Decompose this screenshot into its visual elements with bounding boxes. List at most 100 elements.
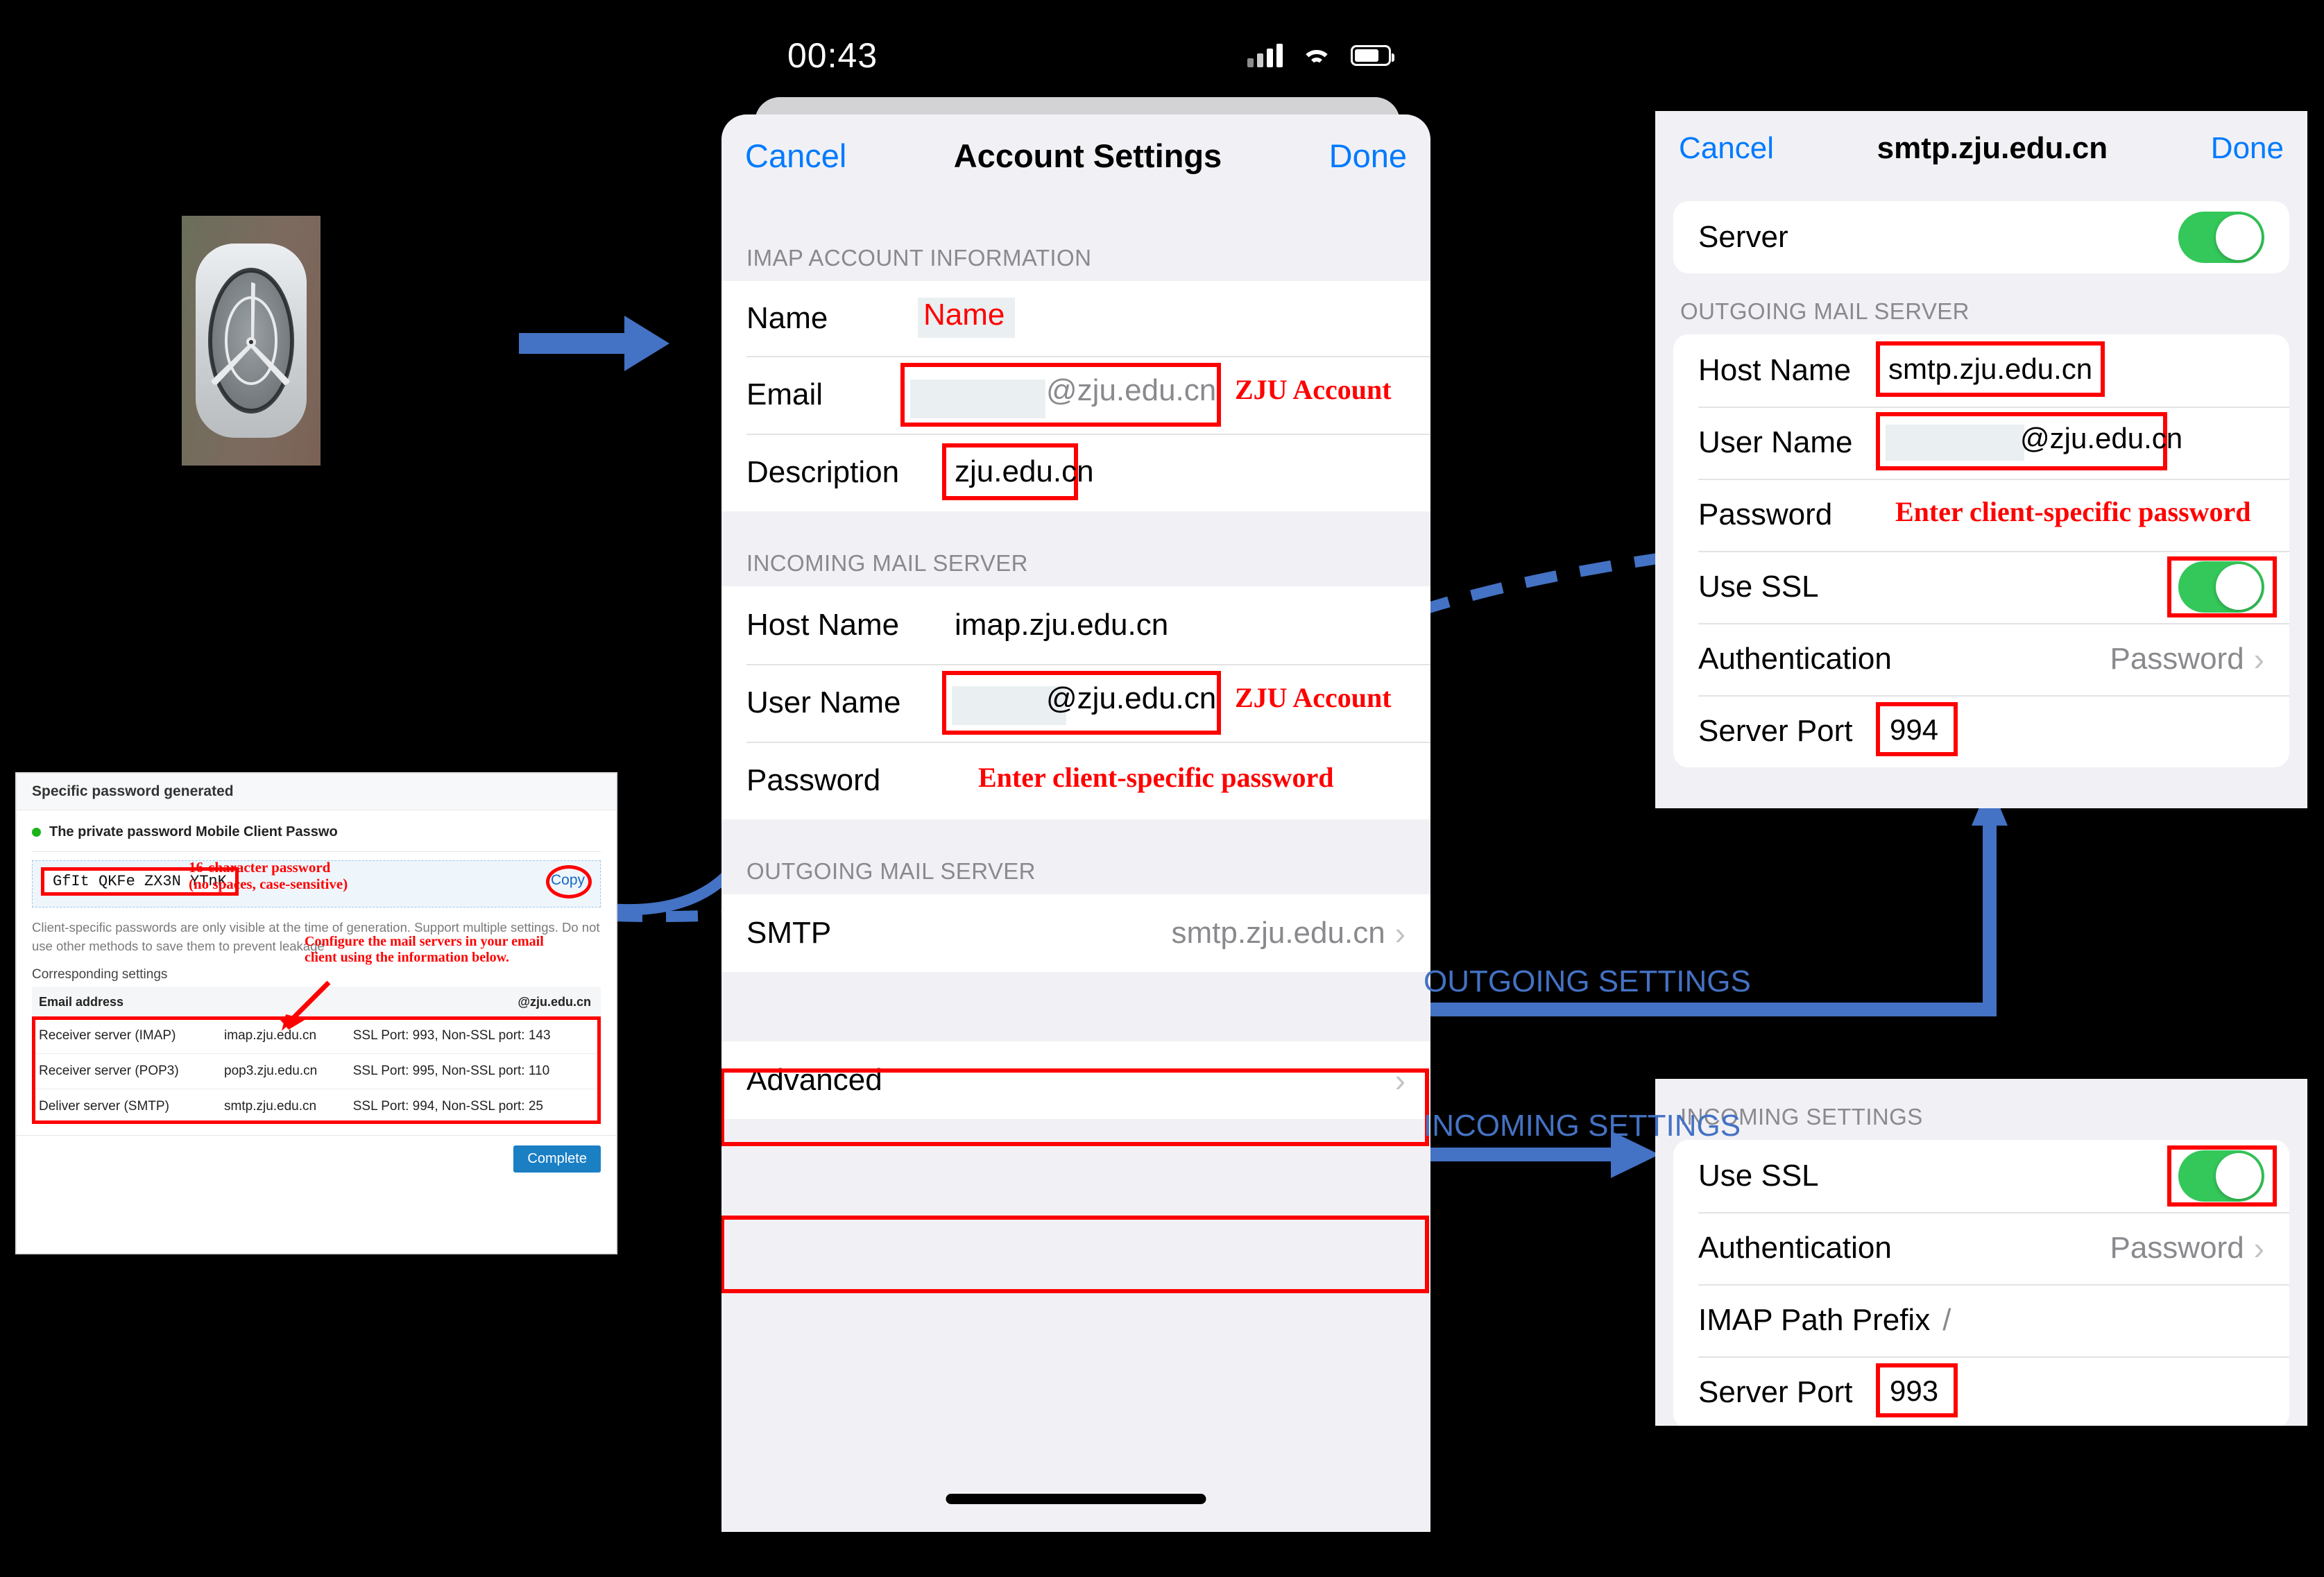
generated-password-value[interactable]: GfIt QKFe ZX3N YTnK — [41, 867, 239, 896]
cancel-button[interactable]: Cancel — [745, 137, 847, 174]
th-email-address: Email address — [32, 986, 218, 1018]
password-box: GfIt QKFe ZX3N YTnK 16-character passwor… — [32, 859, 601, 907]
cell-imap-ports: SSL Port: 993, Non-SSL port: 143 — [345, 1017, 601, 1054]
row-smtp-password[interactable]: Password Enter client-specific password — [1673, 479, 2289, 551]
cell-pop3-ports: SSL Port: 995, Non-SSL port: 110 — [345, 1052, 601, 1089]
row-incoming-authentication[interactable]: Authentication Password › — [1673, 1212, 2289, 1284]
smtp-done-button[interactable]: Done — [2210, 131, 2284, 165]
annotation-arrow-to-table — [280, 980, 331, 1031]
home-indicator — [946, 1494, 1206, 1504]
row-smtp-user-name-label: User Name — [1698, 425, 1853, 459]
chevron-right-icon: › — [1394, 915, 1405, 951]
row-smtp-host-name-highlight — [1876, 341, 2105, 397]
row-smtp-authentication-value[interactable]: Password — [2110, 642, 2244, 676]
password-note-line1: 16-character password — [189, 859, 331, 876]
row-incoming-server-port-value[interactable]: 993 — [1890, 1374, 1939, 1407]
row-email[interactable]: Email @zju.edu.cn ZJU Account — [721, 356, 1430, 434]
wifi-icon — [1306, 50, 1328, 63]
row-email-value[interactable]: @zju.edu.cn — [1046, 373, 1217, 407]
row-smtp-user-name-value[interactable]: @zju.edu.cn — [2020, 422, 2183, 454]
row-imap-path-prefix-value[interactable]: / — [1942, 1303, 1951, 1337]
smtp-row-highlight — [721, 1068, 1429, 1146]
row-incoming-server-port-label: Server Port — [1698, 1375, 1853, 1409]
row-email-redaction — [910, 380, 1045, 418]
copy-button[interactable]: Copy — [550, 872, 585, 888]
row-smtp[interactable]: SMTP smtp.zju.edu.cn › — [721, 894, 1430, 972]
row-name-value[interactable]: Name — [923, 298, 1005, 332]
status-bar-time: 00:43 — [787, 36, 878, 75]
left-panel-header: Specific password generated — [17, 774, 616, 810]
row-server-label: Server — [1698, 220, 1788, 254]
row-description-value[interactable]: zju.edu.cn — [955, 454, 1094, 488]
left-panel-bullet-text: The private password Mobile Client Passw… — [49, 824, 338, 839]
arrow-icon-to-sheet — [519, 316, 669, 371]
row-user-name-incoming[interactable]: User Name @zju.edu.cn ZJU Account — [721, 664, 1430, 742]
incoming-settings-sheet: INCOMING SETTINGS Use SSL Authentication… — [1655, 1079, 2307, 1426]
row-incoming-server-port[interactable]: Server Port 993 — [1673, 1356, 2289, 1426]
row-description-label: Description — [746, 455, 900, 489]
outgoing-mail-server-group: SMTP smtp.zju.edu.cn › — [721, 894, 1430, 972]
password-note-line2: (no spaces, case-sensitive) — [189, 875, 348, 892]
server-toggle[interactable] — [2178, 212, 2264, 263]
row-smtp-label: SMTP — [746, 916, 832, 950]
row-password-incoming[interactable]: Password Enter client-specific password — [721, 742, 1430, 819]
smtp-server-group: Server — [1673, 201, 2289, 273]
row-smtp-server-port-label: Server Port — [1698, 714, 1853, 748]
row-smtp-user-name-redaction — [1886, 425, 2024, 461]
divider — [32, 851, 601, 852]
row-incoming-use-ssl-highlight — [2167, 1145, 2277, 1207]
annotation-configure-mail-servers: Configure the mail servers in your email… — [305, 933, 544, 965]
row-smtp-server-port[interactable]: Server Port 994 — [1673, 695, 2289, 767]
account-settings-sheet: Cancel Account Settings Done IMAP ACCOUN… — [721, 114, 1430, 1532]
cell-imap-name: Receiver server (IMAP) — [32, 1017, 218, 1054]
th-domain: @zju.edu.cn — [345, 986, 601, 1018]
row-incoming-server-port-highlight — [1876, 1363, 1958, 1417]
row-user-name-redaction — [952, 686, 1066, 725]
row-smtp-value[interactable]: smtp.zju.edu.cn — [1171, 916, 1385, 950]
row-description-highlight — [942, 443, 1078, 500]
section-header-outgoing-mail-server: OUTGOING MAIL SERVER — [746, 858, 1036, 884]
row-email-highlight — [900, 363, 1221, 427]
row-imap-path-prefix-label: IMAP Path Prefix — [1698, 1303, 1931, 1337]
settings-app-icon — [182, 216, 321, 466]
row-name[interactable]: Name Name — [721, 281, 1430, 356]
row-host-name-incoming[interactable]: Host Name imap.zju.edu.cn — [721, 586, 1430, 664]
row-smtp-host-name[interactable]: Host Name smtp.zju.edu.cn — [1673, 334, 2289, 407]
row-host-name-value[interactable]: imap.zju.edu.cn — [955, 608, 1169, 642]
chevron-right-icon-smtp-auth: › — [2253, 641, 2264, 677]
row-smtp-password-label: Password — [1698, 497, 1833, 531]
mail-server-table: Email address @zju.edu.cn Receiver serve… — [32, 986, 601, 1124]
corresponding-settings-label: Corresponding settings — [32, 966, 168, 982]
smtp-use-ssl-toggle[interactable] — [2178, 561, 2264, 613]
row-incoming-use-ssl-label: Use SSL — [1698, 1159, 1819, 1193]
row-smtp-user-name[interactable]: User Name @zju.edu.cn — [1673, 407, 2289, 479]
smtp-page-title: smtp.zju.edu.cn — [1877, 131, 2108, 165]
row-imap-path-prefix[interactable]: IMAP Path Prefix / — [1673, 1284, 2289, 1356]
row-user-name-value[interactable]: @zju.edu.cn — [1046, 681, 1217, 715]
row-smtp-host-name-label: Host Name — [1698, 353, 1852, 387]
row-smtp-server-port-value[interactable]: 994 — [1890, 713, 1939, 746]
mail-server-table-wrap: Configure the mail servers in your email… — [17, 934, 616, 1124]
row-smtp-use-ssl-highlight — [2167, 556, 2277, 617]
row-smtp-authentication[interactable]: Authentication Password › — [1673, 623, 2289, 695]
row-incoming-authentication-value[interactable]: Password — [2110, 1231, 2244, 1265]
row-incoming-use-ssl[interactable]: Use SSL — [1673, 1140, 2289, 1212]
row-user-name-label: User Name — [746, 685, 901, 719]
incoming-use-ssl-toggle[interactable] — [2178, 1150, 2264, 1202]
advanced-group: Advanced › — [721, 1041, 1430, 1119]
row-server[interactable]: Server — [1673, 201, 2289, 273]
password-visibility-note: Client-specific passwords are only visib… — [32, 920, 600, 953]
cell-pop3-name: Receiver server (POP3) — [32, 1052, 218, 1089]
smtp-navbar: Cancel smtp.zju.edu.cn Done — [1655, 111, 2307, 186]
row-description[interactable]: Description zju.edu.cn — [721, 434, 1430, 511]
left-panel-bullet-row: The private password Mobile Client Passw… — [17, 810, 616, 851]
row-smtp-use-ssl-label: Use SSL — [1698, 570, 1819, 604]
complete-button[interactable]: Complete — [513, 1145, 601, 1173]
smtp-cancel-button[interactable]: Cancel — [1679, 131, 1774, 165]
row-smtp-use-ssl[interactable]: Use SSL — [1673, 551, 2289, 623]
row-smtp-host-name-value[interactable]: smtp.zju.edu.cn — [1888, 352, 2093, 385]
annotation-outgoing-settings: OUTGOING SETTINGS — [1424, 964, 1751, 998]
cell-smtp-name: Deliver server (SMTP) — [32, 1088, 218, 1124]
done-button[interactable]: Done — [1328, 137, 1407, 174]
